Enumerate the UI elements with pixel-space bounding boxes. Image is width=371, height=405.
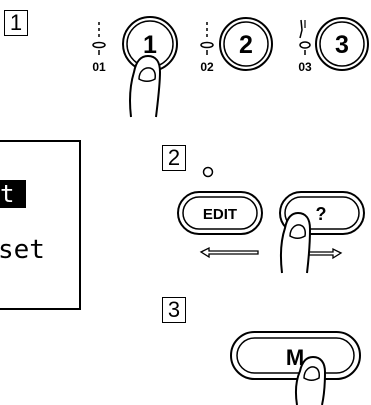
right-arrow-icon: [306, 249, 341, 258]
memory-button-2[interactable]: 2 02: [200, 18, 272, 74]
edit-button-label: EDIT: [203, 206, 237, 223]
memory-slot-03-label: 03: [298, 60, 312, 74]
memory-slot-02-label: 02: [200, 60, 214, 74]
memory-m-button[interactable]: M: [231, 332, 360, 379]
help-button-label: ?: [316, 204, 327, 224]
memory-button-3-number: 3: [335, 31, 349, 59]
memory-button-2-number: 2: [239, 31, 253, 59]
memory-button-1[interactable]: 1 01: [92, 17, 177, 74]
left-arrow-icon: [201, 248, 258, 257]
edit-button[interactable]: EDIT: [178, 192, 262, 234]
memory-button-3[interactable]: 3 03: [298, 18, 368, 74]
memory-slot-01-label: 01: [92, 60, 106, 74]
memory-button-1-number: 1: [143, 31, 157, 59]
edit-indicator-led-icon: [204, 168, 213, 177]
